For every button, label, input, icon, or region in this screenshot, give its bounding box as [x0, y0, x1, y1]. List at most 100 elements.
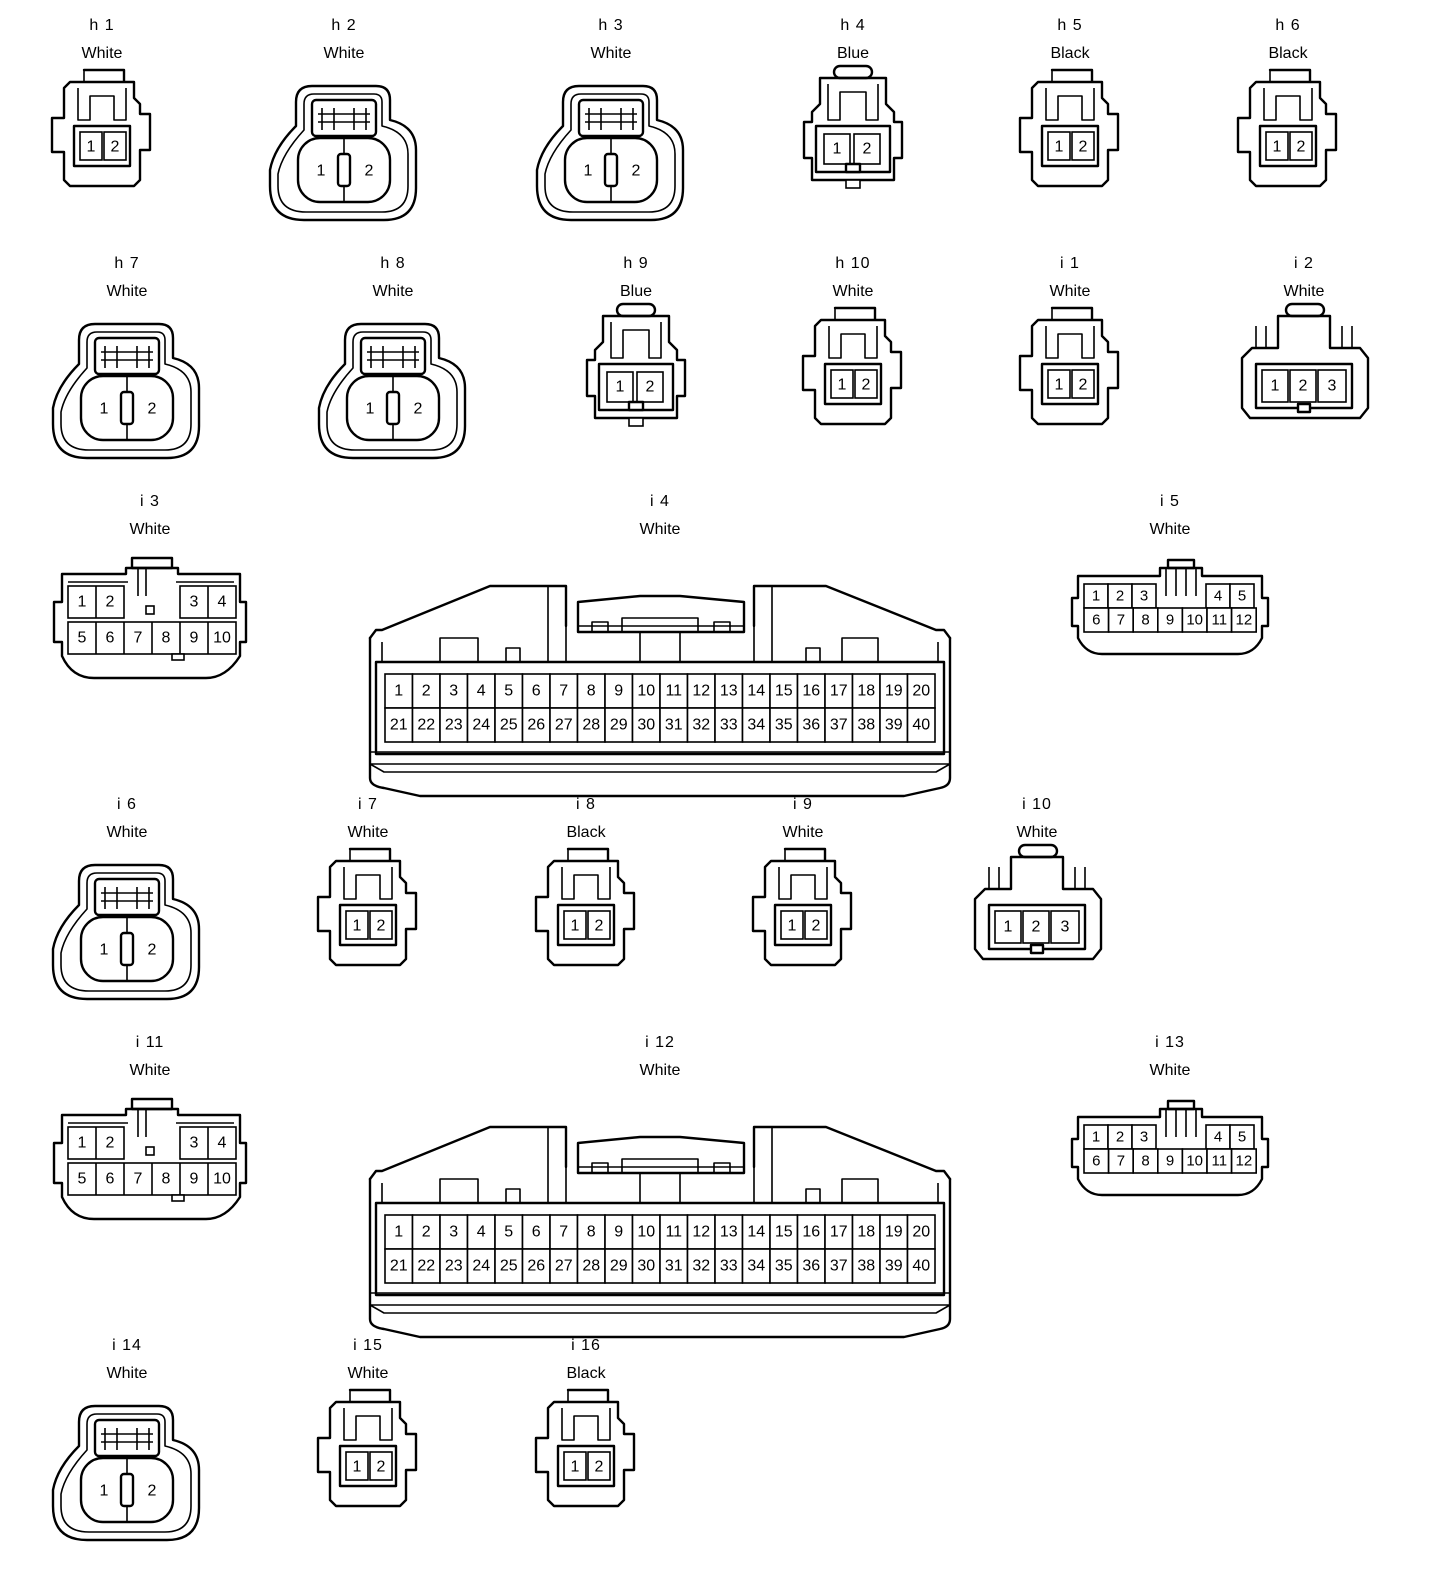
- pin-3: 3: [1328, 378, 1337, 395]
- connector-code: h 8: [380, 255, 405, 272]
- pin-18: 18: [857, 683, 875, 700]
- pin-1: 1: [571, 1459, 580, 1476]
- pin-26: 26: [527, 717, 545, 734]
- pin-8: 8: [162, 1171, 171, 1188]
- pin-3: 3: [190, 1135, 199, 1152]
- connector-color: White: [107, 824, 148, 841]
- connector-color: Black: [566, 1365, 606, 1382]
- pin-2: 2: [646, 379, 655, 396]
- connector-code: i 2: [1294, 255, 1314, 272]
- pin-13: 13: [720, 1224, 738, 1241]
- pin-2: 2: [106, 594, 115, 611]
- pin-10: 10: [213, 1171, 231, 1188]
- pin-29: 29: [610, 717, 628, 734]
- pin-8: 8: [162, 630, 171, 647]
- pin-2: 2: [1116, 588, 1124, 605]
- pin-36: 36: [802, 717, 820, 734]
- connector-code: i 15: [353, 1337, 383, 1354]
- pin-30: 30: [637, 1258, 655, 1275]
- pin-1: 1: [78, 1135, 87, 1152]
- connector-code: i 7: [358, 796, 378, 813]
- pin-6: 6: [1092, 612, 1100, 629]
- pin-2: 2: [414, 401, 423, 418]
- pin-2: 2: [595, 918, 604, 935]
- pin-10: 10: [637, 1224, 655, 1241]
- pin-6: 6: [1092, 1153, 1100, 1170]
- pin-3: 3: [1140, 588, 1148, 605]
- pin-14: 14: [747, 1224, 765, 1241]
- pin-29: 29: [610, 1258, 628, 1275]
- pin-5: 5: [78, 1171, 87, 1188]
- pin-33: 33: [720, 1258, 738, 1275]
- connector-color: White: [107, 1365, 148, 1382]
- connector-i6: i 6 White 1 2: [51, 796, 201, 1001]
- pin-31: 31: [665, 1258, 683, 1275]
- pin-1: 1: [584, 163, 593, 180]
- pin-2: 2: [377, 918, 386, 935]
- connector-color: White: [130, 521, 171, 538]
- connector-code: i 9: [793, 796, 813, 813]
- connector-color: White: [324, 45, 365, 62]
- pin-37: 37: [830, 1258, 848, 1275]
- pin-5: 5: [78, 630, 87, 647]
- connector-color: Black: [566, 824, 606, 841]
- pin-2: 2: [1299, 378, 1308, 395]
- pin-7: 7: [1117, 1153, 1125, 1170]
- pin-24: 24: [472, 717, 490, 734]
- pin-16: 16: [802, 1224, 820, 1241]
- pin-40: 40: [912, 1258, 930, 1275]
- connector-color: White: [1017, 824, 1058, 841]
- pin-39: 39: [885, 717, 903, 734]
- connector-code: i 6: [117, 796, 137, 813]
- pin-4: 4: [1214, 1129, 1222, 1146]
- pin-10: 10: [213, 630, 231, 647]
- pin-19: 19: [885, 1224, 903, 1241]
- connector-color: Blue: [620, 283, 652, 300]
- pin-6: 6: [532, 683, 541, 700]
- pin-2: 2: [365, 163, 374, 180]
- pin-2: 2: [1079, 139, 1088, 156]
- connector-color: White: [1050, 283, 1091, 300]
- pin-25: 25: [500, 717, 518, 734]
- pin-2: 2: [148, 942, 157, 959]
- connector-color: White: [107, 283, 148, 300]
- pin-1: 1: [571, 918, 580, 935]
- pin-3: 3: [190, 594, 199, 611]
- pin-1: 1: [353, 1459, 362, 1476]
- pin-12: 12: [1236, 612, 1253, 629]
- connector-code: i 14: [112, 1337, 142, 1354]
- pin-1: 1: [1092, 588, 1100, 605]
- pin-1: 1: [1004, 919, 1013, 936]
- pin-2: 2: [377, 1459, 386, 1476]
- pin-4: 4: [1214, 588, 1222, 605]
- pin-5: 5: [504, 683, 513, 700]
- pin-12: 12: [1236, 1153, 1253, 1170]
- pin-2: 2: [106, 1135, 115, 1152]
- connector-code: i 4: [650, 493, 670, 510]
- connector-code: i 3: [140, 493, 160, 510]
- pin-10: 10: [637, 683, 655, 700]
- pin-2: 2: [812, 918, 821, 935]
- connector-color: White: [1150, 521, 1191, 538]
- pin-35: 35: [775, 1258, 793, 1275]
- pin-17: 17: [830, 1224, 848, 1241]
- pin-32: 32: [692, 717, 710, 734]
- pin-36: 36: [802, 1258, 820, 1275]
- pin-4: 4: [218, 1135, 227, 1152]
- pin-11: 11: [1212, 612, 1228, 629]
- pin-19: 19: [885, 683, 903, 700]
- pin-21: 21: [390, 1258, 408, 1275]
- pin-3: 3: [449, 1224, 458, 1241]
- pin-1: 1: [1092, 1129, 1100, 1146]
- pin-1: 1: [100, 942, 109, 959]
